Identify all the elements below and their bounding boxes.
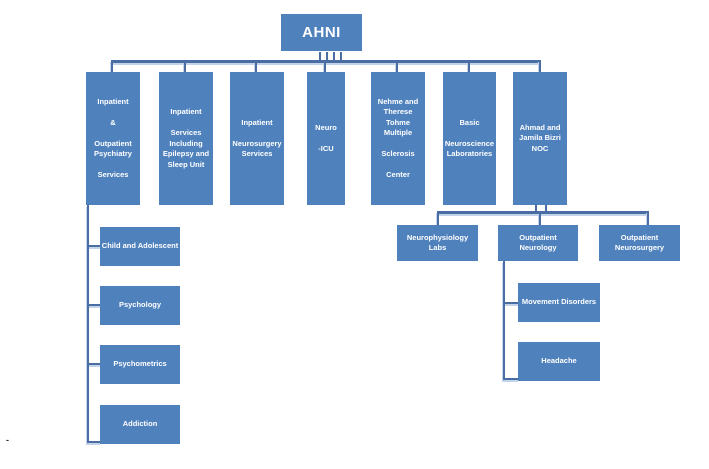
- org-box-movement-disorders: Movement Disorders: [518, 283, 600, 322]
- org-box-ahni-label: AHNI: [302, 24, 341, 41]
- stray-dash-mark: -: [6, 435, 9, 445]
- psychiatry-stub-connector: [89, 245, 100, 247]
- noc-drop-connector: [437, 211, 439, 225]
- department-label: Inpatient Neurosurgery Services: [232, 117, 282, 159]
- root-connector-tick: [319, 52, 321, 60]
- root-connector-tick: [333, 52, 335, 60]
- level1-bus-connector: [111, 60, 541, 63]
- noc-bus-connector: [437, 211, 649, 214]
- department-label: Nehme and Therese Tohme Multiple Scleros…: [377, 96, 419, 180]
- noc-connector-tick: [545, 205, 547, 212]
- noc-drop-connector: [539, 214, 541, 225]
- department-label: Neuro -ICU: [315, 122, 337, 153]
- org-box-outpatient-neurosurgery: Outpatient Neurosurgery: [599, 225, 680, 261]
- noc-drop-connector: [647, 211, 649, 225]
- root-connector-tick: [340, 52, 342, 60]
- org-box-neuro-icu: Neuro -ICU: [307, 72, 345, 205]
- department-label: Ahmad and Jamila Bizri NOC: [519, 122, 561, 153]
- sub-department-label: Headache: [541, 356, 577, 366]
- sub-department-label: Outpatient Neurosurgery: [614, 232, 665, 252]
- level1-drop-connector: [111, 60, 113, 72]
- psychiatry-stub-connector: [89, 304, 100, 306]
- psychiatry-stub-connector: [87, 441, 100, 443]
- org-box-outpatient-neurology: Outpatient Neurology: [498, 225, 578, 261]
- org-box-ahmad-jamila-bizri-noc: Ahmad and Jamila Bizri NOC: [513, 72, 567, 205]
- org-box-inpatient-services-epilepsy-sleep: Inpatient Services Including Epilepsy an…: [159, 72, 213, 205]
- sub-department-label: Addiction: [122, 419, 158, 429]
- psychiatry-branch-connector: [87, 205, 89, 443]
- sub-department-label: Child and Adolescent: [101, 241, 179, 251]
- level1-drop-connector: [184, 62, 186, 72]
- org-box-headache: Headache: [518, 342, 600, 381]
- level1-drop-connector: [255, 62, 257, 72]
- level1-drop-connector: [324, 62, 326, 72]
- root-connector-tick: [326, 52, 328, 60]
- sub-department-label: Psychology: [118, 300, 162, 310]
- org-box-neurophysiology-labs: Neurophysiology Labs: [397, 225, 478, 261]
- org-box-child-and-adolescent: Child and Adolescent: [100, 227, 180, 266]
- org-box-addiction: Addiction: [100, 405, 180, 444]
- department-label: Inpatient & Outpatient Psychiatry Servic…: [94, 96, 132, 180]
- neurology-branch-connector: [503, 261, 505, 380]
- department-label: Basic Neuroscience Laboratories: [444, 117, 495, 159]
- level1-drop-connector: [539, 60, 541, 72]
- org-box-inpatient-neurosurgery: Inpatient Neurosurgery Services: [230, 72, 284, 205]
- sub-department-label: Movement Disorders: [521, 297, 597, 307]
- org-box-inpatient-outpatient-psychiatry: Inpatient & Outpatient Psychiatry Servic…: [86, 72, 140, 205]
- neurology-stub-connector: [505, 302, 518, 304]
- org-box-psychology: Psychology: [100, 286, 180, 325]
- sub-department-label: Neurophysiology Labs: [406, 232, 469, 252]
- org-box-multiple-sclerosis-center: Nehme and Therese Tohme Multiple Scleros…: [371, 72, 425, 205]
- neurology-stub-connector: [503, 378, 518, 380]
- org-box-ahni: AHNI: [281, 14, 362, 51]
- noc-connector-tick: [535, 205, 537, 212]
- level1-drop-connector: [396, 62, 398, 72]
- sub-department-label: Psychometrics: [113, 359, 167, 369]
- org-box-basic-neuroscience-labs: Basic Neuroscience Laboratories: [443, 72, 496, 205]
- level1-drop-connector: [468, 62, 470, 72]
- psychiatry-stub-connector: [89, 363, 100, 365]
- org-box-psychometrics: Psychometrics: [100, 345, 180, 384]
- department-label: Inpatient Services Including Epilepsy an…: [162, 107, 210, 169]
- sub-department-label: Outpatient Neurology: [519, 232, 557, 252]
